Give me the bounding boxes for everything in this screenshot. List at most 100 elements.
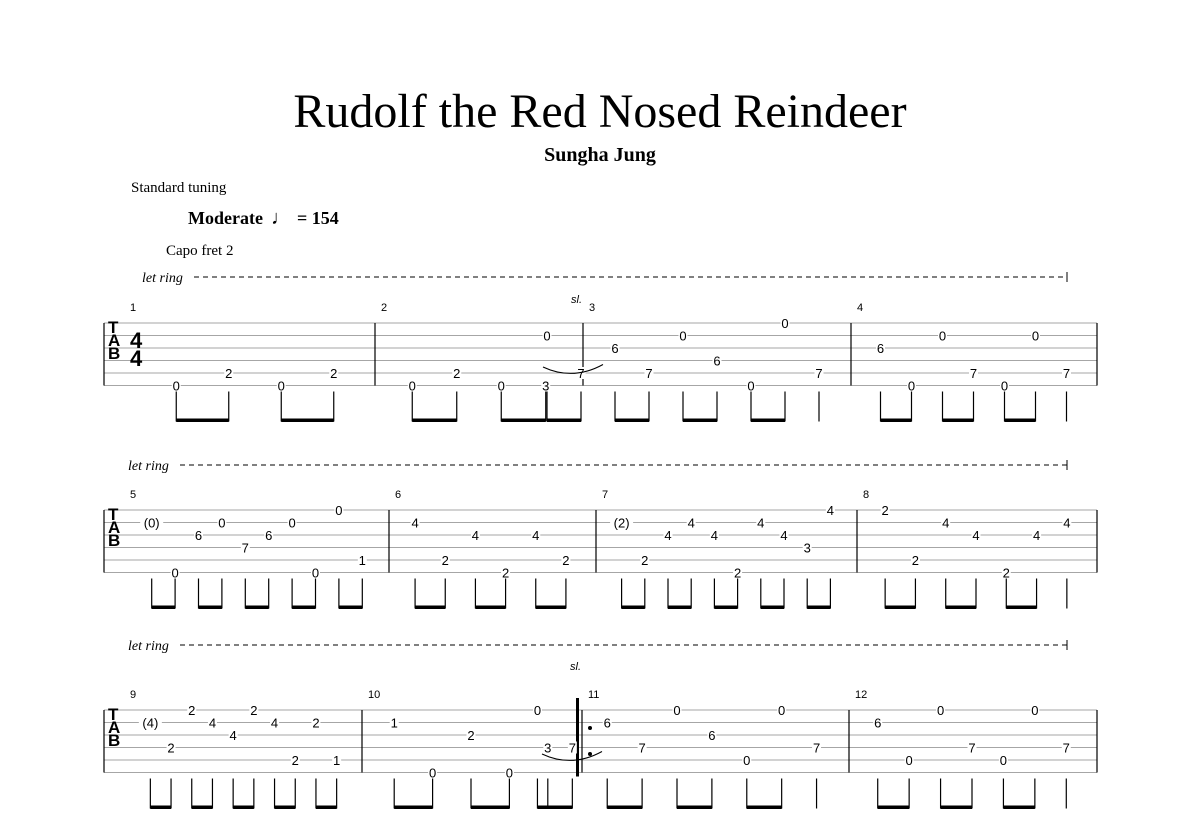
measure-number: 10	[368, 689, 380, 701]
note-beam	[940, 805, 972, 809]
fret-number: 7	[970, 366, 977, 381]
measure-number: 3	[589, 302, 595, 314]
fret-number: 2	[292, 753, 299, 768]
fret-number: 4	[664, 528, 671, 543]
fret-number: 2	[882, 503, 889, 518]
fret-number: 0	[937, 703, 944, 718]
fret-number: 2	[225, 366, 232, 381]
note-beam	[281, 418, 334, 422]
fret-number: 4	[757, 516, 764, 531]
fret-number: 0	[506, 766, 513, 781]
fret-number: 0	[534, 703, 541, 718]
fret-mask	[207, 716, 217, 729]
note-beam	[1004, 418, 1036, 422]
fret-number: 7	[242, 541, 249, 556]
measure-number: 4	[857, 302, 863, 314]
fret-mask	[812, 741, 822, 754]
fret-mask	[780, 317, 790, 329]
time-signature-bottom: 4	[130, 346, 143, 371]
fret-mask	[678, 329, 688, 342]
measure-number: 12	[855, 689, 867, 701]
fret-number: 4	[209, 716, 216, 731]
note-beam	[1003, 805, 1035, 809]
fret-mask	[938, 329, 947, 342]
fret-number: 7	[815, 366, 822, 381]
fret-number: 7	[577, 366, 584, 381]
fret-number: 6	[604, 716, 611, 731]
note-beam	[394, 805, 433, 809]
fret-mask	[1001, 566, 1011, 579]
capo-label: Capo fret 2	[166, 243, 234, 259]
fret-mask	[610, 516, 634, 529]
note-beam	[415, 605, 446, 609]
measure-number: 5	[130, 489, 136, 501]
fret-mask	[389, 716, 399, 729]
quarter-note-icon: ♩	[270, 207, 291, 229]
fret-mask	[249, 704, 259, 716]
fret-mask	[733, 566, 743, 579]
fret-number: 2	[562, 553, 569, 568]
fret-number: 4	[827, 503, 834, 518]
fret-number: 2	[442, 553, 449, 568]
fret-number: 0	[747, 379, 754, 394]
note-beam	[547, 418, 581, 422]
note-beam	[501, 418, 546, 422]
thick-barline	[576, 698, 579, 777]
note-beam	[807, 605, 831, 609]
fret-number: 3	[542, 379, 549, 394]
fret-mask	[541, 379, 551, 392]
fret-number: 0	[1031, 703, 1038, 718]
fret-number: 0	[288, 516, 295, 531]
fret-number: 6	[195, 528, 202, 543]
fret-number: 6	[874, 716, 881, 731]
fret-number: 0	[673, 703, 680, 718]
fret-number: 0	[409, 379, 416, 394]
fret-mask	[270, 716, 280, 729]
fret-mask	[936, 704, 946, 716]
slide-label: sl.	[570, 661, 581, 673]
fret-mask	[410, 516, 420, 529]
note-beam	[746, 805, 782, 809]
fret-mask	[311, 716, 321, 729]
fret-mask	[967, 741, 977, 754]
let-ring-label: let ring	[142, 271, 183, 286]
tab-letter: B	[108, 344, 120, 363]
fret-mask	[1032, 529, 1042, 541]
note-beam	[233, 805, 254, 809]
fret-mask	[217, 516, 227, 529]
tempo-label: Moderate	[188, 208, 263, 228]
fret-mask	[138, 716, 162, 729]
fret-number: 4	[230, 728, 237, 743]
repeat-dot	[588, 726, 592, 730]
fret-number: 4	[688, 516, 695, 531]
fret-number: 1	[333, 753, 340, 768]
note-beam	[621, 605, 645, 609]
note-beam	[885, 605, 916, 609]
fret-number: 0	[1001, 379, 1008, 394]
fret-mask	[876, 342, 885, 354]
fret-mask	[140, 516, 164, 529]
fret-mask	[290, 754, 300, 766]
fret-mask	[1062, 516, 1072, 529]
fret-number: 4	[472, 528, 479, 543]
note-beam	[945, 605, 976, 609]
fret-number: 2	[467, 728, 474, 743]
fret-mask	[470, 529, 480, 541]
note-beam	[880, 418, 912, 422]
fret-mask	[166, 741, 176, 754]
tempo-value: = 154	[296, 208, 339, 228]
fret-mask	[1061, 741, 1071, 754]
fret-number: 3	[544, 741, 551, 756]
fret-mask	[329, 367, 339, 379]
fret-number: 4	[271, 716, 278, 731]
fret-mask	[663, 529, 673, 541]
fret-number: 4	[411, 516, 418, 531]
tab-letter: A	[108, 331, 120, 350]
note-beam	[151, 605, 176, 609]
fret-mask	[602, 716, 612, 729]
fret-mask	[1030, 704, 1040, 716]
fret-number: 7	[638, 741, 645, 756]
fret-mask	[707, 729, 717, 741]
note-beam	[714, 605, 738, 609]
fret-mask	[496, 379, 506, 392]
